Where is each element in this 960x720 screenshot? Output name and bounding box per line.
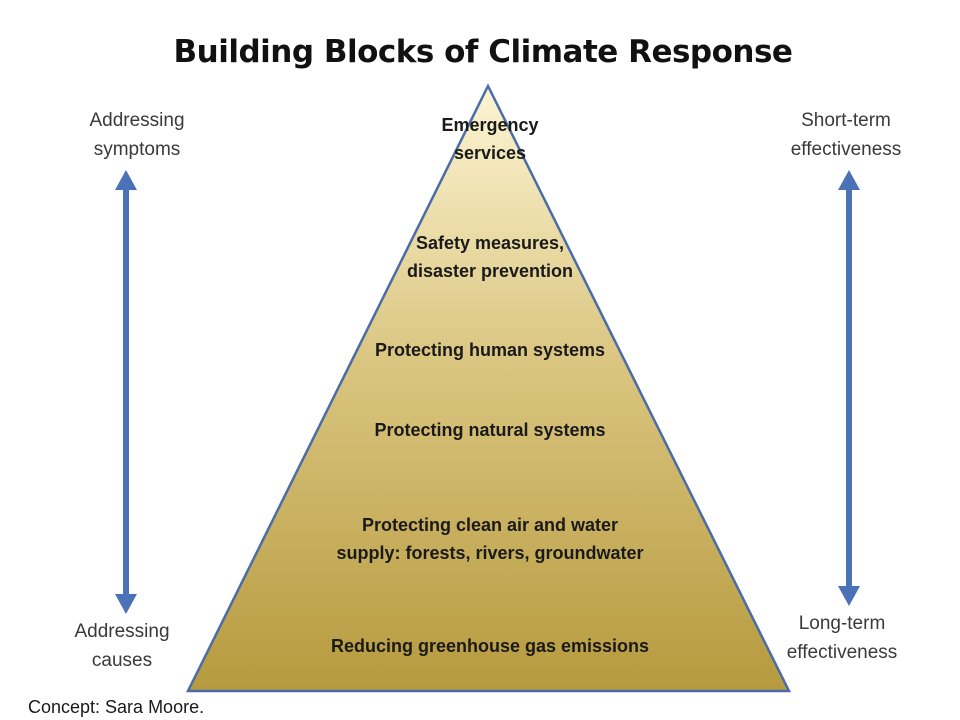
level-clean-air-water: Protecting clean air and water supply: f…: [336, 515, 644, 563]
right-double-arrow: [838, 170, 860, 606]
level-emergency-services: Emergency services: [441, 115, 539, 163]
pyramid-triangle: [185, 83, 792, 693]
left-double-arrow: [115, 170, 137, 614]
short-term-effectiveness-label: Short-term effectiveness: [790, 110, 902, 160]
level-safety-measures: Safety measures, disaster prevention: [406, 233, 574, 281]
addressing-symptoms-label: Addressing symptoms: [89, 110, 185, 160]
level-human-systems: Protecting human systems: [374, 340, 606, 360]
page-title: Building Blocks of Climate Response: [173, 34, 793, 70]
concept-credit: Concept: Sara Moore.: [28, 697, 205, 717]
level-natural-systems: Protecting natural systems: [374, 420, 606, 440]
long-term-effectiveness-label: Long-term effectiveness: [786, 613, 898, 663]
level-reducing-emissions: Reducing greenhouse gas emissions: [330, 636, 650, 656]
addressing-causes-label: Addressing causes: [74, 621, 170, 671]
